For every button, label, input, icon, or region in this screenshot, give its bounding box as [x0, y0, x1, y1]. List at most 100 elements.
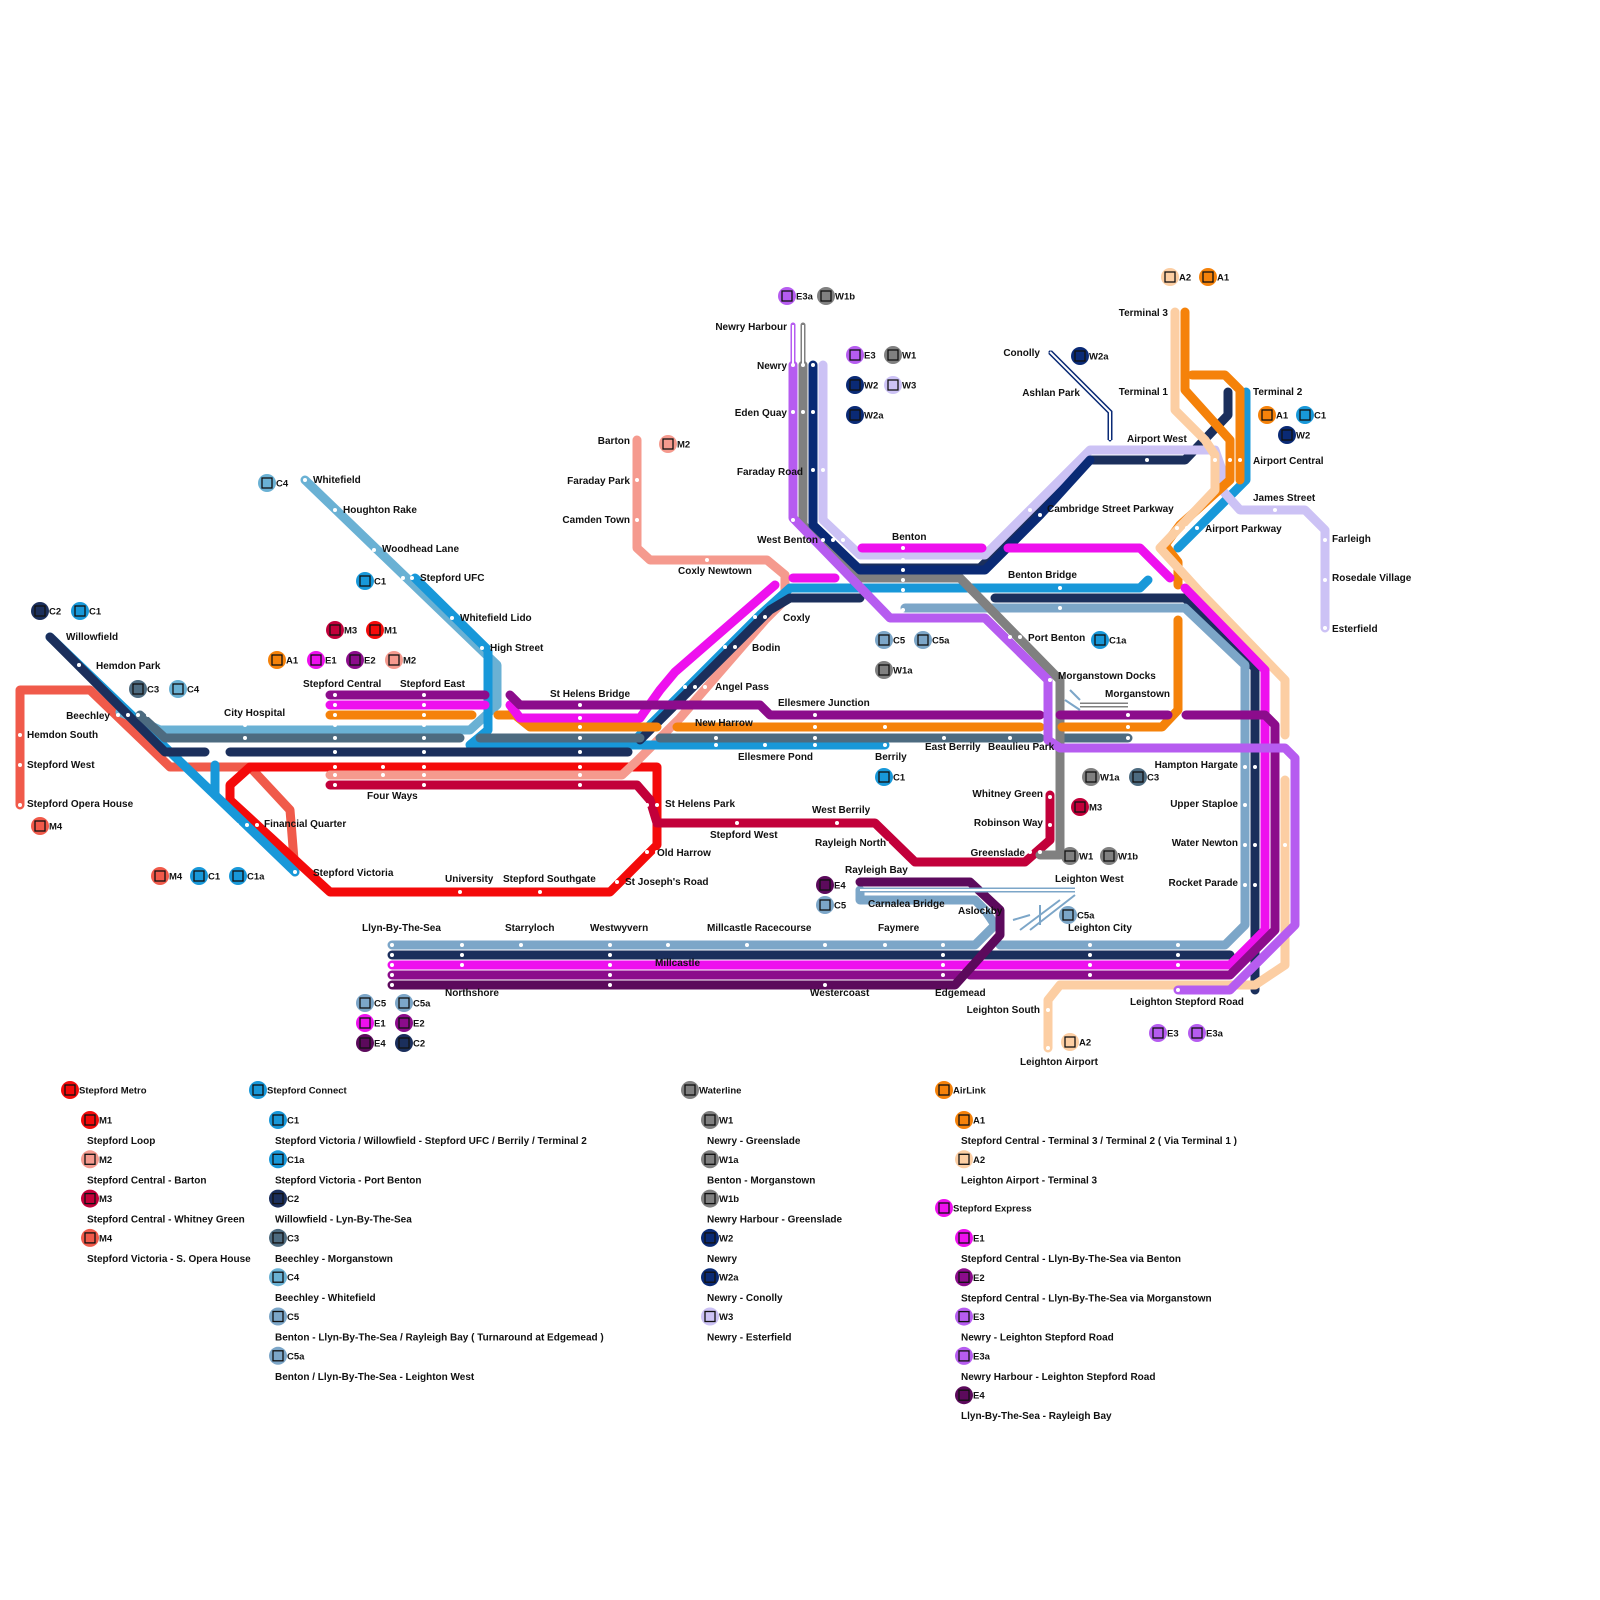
legend-route-e2[interactable]: E2: [955, 1268, 985, 1287]
station-dot[interactable]: [703, 685, 707, 689]
station-dot[interactable]: [87, 663, 91, 667]
station-dot[interactable]: [1176, 943, 1180, 947]
station-dot[interactable]: [883, 943, 887, 947]
station-dot[interactable]: [1253, 883, 1257, 887]
route-badge-a2[interactable]: A2: [1061, 1033, 1091, 1051]
station-dot[interactable]: [519, 943, 523, 947]
legend-route-c2[interactable]: C2: [269, 1189, 299, 1208]
route-badge-c1[interactable]: C1: [190, 867, 221, 885]
legend-route-e3a[interactable]: E3a: [955, 1346, 991, 1365]
route-badge-m3[interactable]: M3: [1071, 798, 1102, 816]
station-dot[interactable]: [381, 773, 385, 777]
station-dot[interactable]: [883, 725, 887, 729]
station-dot[interactable]: [235, 823, 239, 827]
station-dot[interactable]: [401, 576, 405, 580]
route-badge-c5[interactable]: C5: [875, 631, 906, 649]
station-dot[interactable]: [243, 736, 247, 740]
legend-route-c3[interactable]: C3: [269, 1228, 299, 1247]
legend-route-a1[interactable]: A1: [955, 1111, 986, 1129]
route-badge-c3[interactable]: C3: [129, 680, 159, 698]
route-badge-w1b[interactable]: W1b: [817, 287, 855, 305]
station-dot[interactable]: [578, 773, 582, 777]
station-dot[interactable]: [1088, 943, 1092, 947]
station-dot[interactable]: [381, 765, 385, 769]
station-dot[interactable]: [1058, 606, 1062, 610]
station-dot[interactable]: [1243, 803, 1247, 807]
legend-route-c1a[interactable]: C1a: [269, 1150, 305, 1169]
station-dot[interactable]: [1048, 823, 1052, 827]
station-dot[interactable]: [655, 850, 659, 854]
station-dot[interactable]: [763, 743, 767, 747]
station-dot[interactable]: [1048, 678, 1052, 682]
station-dot[interactable]: [1283, 843, 1287, 847]
station-dot[interactable]: [410, 576, 414, 580]
route-badge-e1[interactable]: E1: [307, 651, 337, 669]
station-dot[interactable]: [608, 953, 612, 957]
route-badge-a1[interactable]: A1: [268, 651, 299, 669]
legend-route-m3[interactable]: M3: [81, 1189, 112, 1208]
legend-group-airlink[interactable]: AirLink: [935, 1081, 986, 1099]
legend-route-c5[interactable]: C5: [269, 1307, 300, 1326]
station-dot[interactable]: [608, 973, 612, 977]
legend-route-e4[interactable]: E4: [955, 1386, 985, 1405]
station-dot[interactable]: [1028, 508, 1032, 512]
station-dot[interactable]: [460, 953, 464, 957]
station-dot[interactable]: [835, 821, 839, 825]
legend-route-w2a[interactable]: W2a: [701, 1268, 739, 1287]
station-dot[interactable]: [714, 743, 718, 747]
station-dot[interactable]: [422, 783, 426, 787]
station-dot[interactable]: [1243, 843, 1247, 847]
station-dot[interactable]: [372, 548, 376, 552]
station-dot[interactable]: [116, 713, 120, 717]
route-badge-c2[interactable]: C2: [395, 1034, 425, 1052]
station-dot[interactable]: [422, 703, 426, 707]
station-dot[interactable]: [136, 713, 140, 717]
route-badge-e4[interactable]: E4: [816, 876, 846, 894]
station-dot[interactable]: [693, 685, 697, 689]
station-dot[interactable]: [422, 765, 426, 769]
station-dot[interactable]: [841, 538, 845, 542]
station-dot[interactable]: [941, 953, 945, 957]
route-badge-c1a[interactable]: C1a: [229, 867, 265, 885]
route-badge-c3[interactable]: C3: [1129, 768, 1159, 786]
station-dot[interactable]: [901, 568, 905, 572]
route-badge-c5[interactable]: C5: [356, 994, 387, 1012]
route-badge-w1[interactable]: W1: [884, 346, 917, 364]
route-badge-c5a[interactable]: C5a: [395, 994, 431, 1012]
station-dot[interactable]: [1176, 963, 1180, 967]
station-dot[interactable]: [1176, 953, 1180, 957]
station-dot[interactable]: [608, 963, 612, 967]
station-dot[interactable]: [608, 983, 612, 987]
station-dot[interactable]: [1145, 458, 1149, 462]
station-dot[interactable]: [635, 518, 639, 522]
station-dot[interactable]: [1195, 526, 1199, 530]
station-dot[interactable]: [615, 880, 619, 884]
legend-route-m1[interactable]: M1: [81, 1111, 113, 1129]
route-badge-c1[interactable]: C1: [875, 768, 906, 786]
route-badge-e2[interactable]: E2: [395, 1014, 425, 1032]
station-dot[interactable]: [333, 693, 337, 697]
station-dot[interactable]: [791, 518, 795, 522]
station-dot[interactable]: [156, 713, 160, 717]
station-dot[interactable]: [801, 363, 805, 367]
station-dot[interactable]: [1213, 458, 1217, 462]
station-dot[interactable]: [18, 803, 22, 807]
legend-route-c5a[interactable]: C5a: [269, 1346, 305, 1365]
station-dot[interactable]: [422, 736, 426, 740]
station-dot[interactable]: [983, 908, 987, 912]
legend-group-stepford-connect[interactable]: Stepford Connect: [249, 1081, 348, 1099]
legend-route-c1[interactable]: C1: [269, 1111, 300, 1129]
route-badge-w3[interactable]: W3: [884, 376, 916, 394]
station-dot[interactable]: [578, 716, 582, 720]
route-badge-e3a[interactable]: E3a: [1188, 1024, 1224, 1042]
station-dot[interactable]: [1088, 973, 1092, 977]
station-dot[interactable]: [578, 725, 582, 729]
station-dot[interactable]: [753, 615, 757, 619]
station-dot[interactable]: [578, 783, 582, 787]
station-dot[interactable]: [901, 546, 905, 550]
station-dot[interactable]: [1088, 963, 1092, 967]
station-dot[interactable]: [333, 783, 337, 787]
station-dot[interactable]: [666, 943, 670, 947]
station-dot[interactable]: [811, 410, 815, 414]
route-badge-w1[interactable]: W1: [1061, 847, 1094, 865]
